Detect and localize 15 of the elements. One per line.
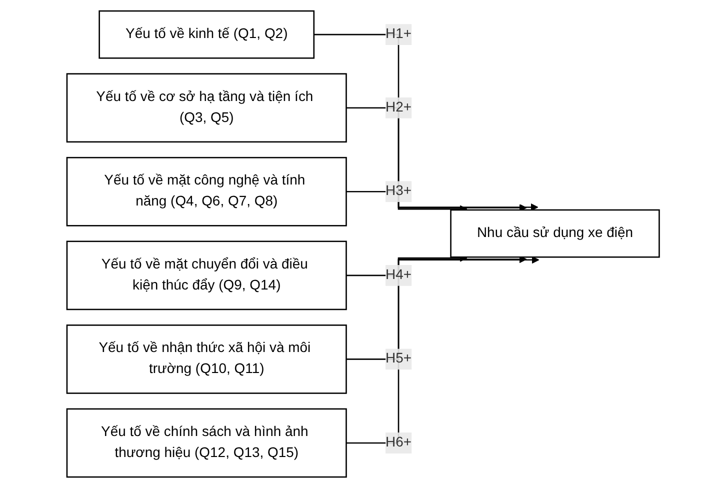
arrow xyxy=(346,256,540,444)
edge-label: H5+ xyxy=(386,351,412,366)
edge-label: H1+ xyxy=(386,26,412,42)
edge-label: H6+ xyxy=(386,435,412,450)
edge-label: H3+ xyxy=(386,184,412,199)
node-box: Yếu tố về cơ sở hạ tầng và tiện ích (Q3, Q5) xyxy=(66,73,348,143)
node-box: Yếu tố về mặt chuyển đổi và điều kiện thúc đẩy (Q9, Q14) xyxy=(66,240,348,310)
node-box: Yếu tố về nhận thức xã hội và môi trường (Q10, Q11) xyxy=(66,324,348,394)
edge-label: H4+ xyxy=(386,268,412,282)
node-box: Nhu cầu sử dụng xe điện xyxy=(450,209,660,258)
arrow xyxy=(314,34,539,212)
node-box: Yếu tố về kinh tế (Q1, Q2) xyxy=(99,10,315,59)
edge-label: H2+ xyxy=(386,100,412,115)
node-box: Yếu tố về chính sách và hình ảnh thương hiệu (Q12, Q13, Q15) xyxy=(66,408,348,478)
node-box: Yếu tố về mặt công nghệ và tính năng (Q4, Q6, Q7, Q8) xyxy=(66,156,348,226)
